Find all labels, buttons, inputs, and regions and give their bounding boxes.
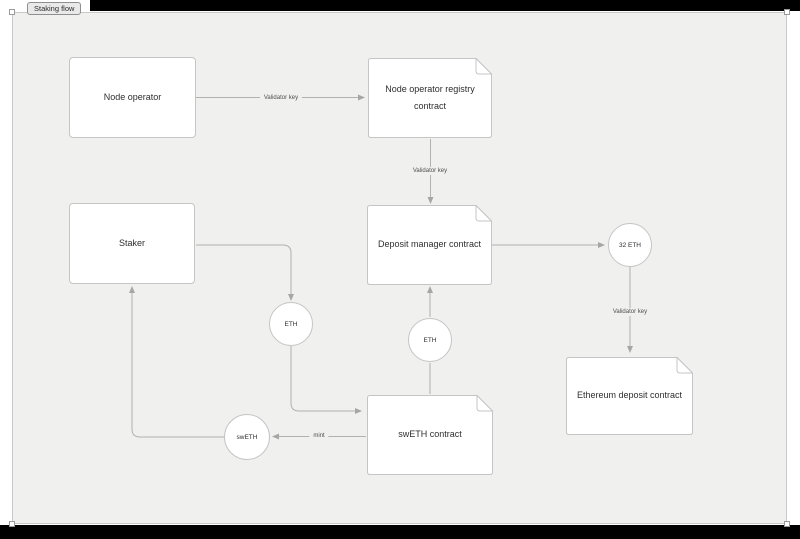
arrowhead-right: [355, 408, 362, 414]
connector-eth-to-sweth-contract[interactable]: [290, 346, 356, 412]
document-shape: [367, 395, 493, 475]
arrowhead-down: [427, 197, 434, 204]
node-label: Node operator registry contract: [385, 83, 475, 111]
node-staker[interactable]: Staker: [69, 203, 195, 284]
node-label: Node operator: [103, 91, 162, 102]
node-sweth-contract[interactable]: swETH contract: [367, 395, 493, 475]
token-sweth[interactable]: swETH: [224, 414, 270, 460]
arrowhead-left: [272, 433, 279, 440]
token-32-eth[interactable]: 32 ETH: [608, 223, 652, 267]
arrowhead-up: [427, 286, 433, 293]
node-node-operator-registry-contract[interactable]: Node operator registry contract: [368, 58, 492, 138]
token-eth-staker[interactable]: ETH: [269, 302, 313, 346]
top-letterbox: [90, 0, 800, 11]
arrowhead-right: [358, 94, 365, 101]
document-shape: [566, 357, 693, 435]
resize-handle-top-left[interactable]: [9, 9, 15, 15]
resize-handle-bottom-right[interactable]: [784, 521, 790, 527]
node-deposit-manager-contract[interactable]: Deposit manager contract: [367, 205, 492, 285]
arrowhead-down: [627, 346, 633, 353]
edge-label-mint: mint: [309, 432, 329, 440]
document-shape: [367, 205, 492, 285]
frame-title-tab[interactable]: Staking flow: [27, 2, 82, 15]
node-label: Staker: [118, 237, 145, 248]
bottom-letterbox: [0, 525, 800, 539]
arrowhead-up: [129, 286, 135, 293]
node-node-operator[interactable]: Node operator: [69, 57, 196, 138]
node-label: Ethereum deposit contract: [576, 390, 683, 401]
edge-label-validator-key-2: Validator key: [408, 167, 452, 175]
resize-handle-bottom-left[interactable]: [9, 521, 15, 527]
arrowhead-right: [598, 242, 605, 248]
token-eth-sweth[interactable]: ETH: [408, 318, 452, 362]
document-shape: [368, 58, 492, 138]
node-ethereum-deposit-contract[interactable]: Ethereum deposit contract: [566, 357, 693, 435]
resize-handle-top-right[interactable]: [784, 9, 790, 15]
connector-staker-to-eth[interactable]: [196, 244, 292, 295]
arrowhead-down: [288, 294, 294, 301]
node-label: swETH contract: [398, 429, 462, 440]
edge-label-validator-key-3: Validator key: [608, 308, 652, 316]
edge-label-validator-key-1: Validator key: [259, 94, 303, 102]
connector-sweth-to-staker[interactable]: [131, 292, 224, 438]
node-label: Deposit manager contract: [377, 239, 482, 250]
